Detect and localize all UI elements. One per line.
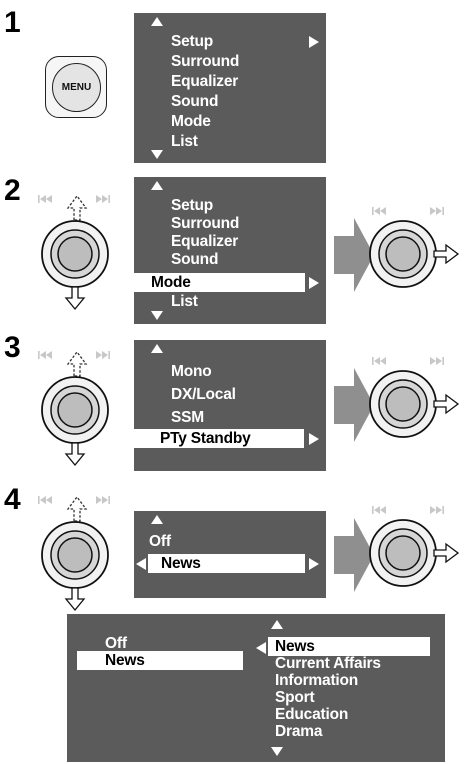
step-3-dial-control[interactable] <box>30 338 130 468</box>
step-2-menu-screen: Setup Surround Equalizer Sound Mode List <box>134 177 326 324</box>
menu-item-list[interactable]: List <box>171 133 198 150</box>
left-menu-item-news[interactable]: News <box>77 651 243 670</box>
pty-item-drama[interactable]: Drama <box>275 723 323 740</box>
pty-expanded-menu-screen: Off News News Current Affairs Informatio… <box>67 614 445 762</box>
menu-item-equalizer[interactable]: Equalizer <box>171 233 239 250</box>
up-arrow-icon <box>66 194 88 221</box>
scroll-up-icon <box>151 515 163 524</box>
pty-item-news[interactable]: News <box>268 637 430 656</box>
step-2-dial-press-right[interactable] <box>369 196 465 306</box>
down-arrow-icon <box>64 587 86 612</box>
menu-item-sound[interactable]: Sound <box>171 251 219 268</box>
skip-forward-icon <box>96 496 110 504</box>
skip-back-icon <box>38 351 52 359</box>
pty-item-current-affairs[interactable]: Current Affairs <box>275 655 381 672</box>
menu-item-mono[interactable]: Mono <box>171 363 212 380</box>
right-arrow-icon <box>433 243 460 265</box>
skip-back-icon <box>38 496 52 504</box>
menu-item-dx-local[interactable]: DX/Local <box>171 386 236 403</box>
dial-center <box>385 535 421 571</box>
skip-forward-icon <box>430 357 444 365</box>
option-left-arrow-icon <box>256 642 266 654</box>
scroll-down-icon <box>271 747 283 756</box>
scroll-up-icon <box>151 344 163 353</box>
down-arrow-icon <box>64 286 86 311</box>
scroll-down-icon <box>151 150 163 159</box>
left-menu-item-off[interactable]: Off <box>105 635 127 652</box>
scroll-down-icon <box>151 311 163 320</box>
menu-item-equalizer[interactable]: Equalizer <box>171 73 239 90</box>
step-4-dial-press-right[interactable] <box>369 495 465 605</box>
menu-button-label: MENU <box>52 63 101 112</box>
menu-item-ssm[interactable]: SSM <box>171 409 204 426</box>
menu-item-pty-standby[interactable]: PTy Standby <box>134 429 304 448</box>
menu-item-setup[interactable]: Setup <box>171 197 214 214</box>
large-gray-arrow-icon <box>334 368 374 442</box>
skip-forward-icon <box>430 207 444 215</box>
step-number-2: 2 <box>4 174 21 207</box>
skip-forward-icon <box>430 506 444 514</box>
menu-button[interactable]: MENU <box>45 56 107 118</box>
submenu-arrow-icon <box>309 433 319 445</box>
menu-item-mode[interactable]: Mode <box>134 273 305 292</box>
step-number-1: 1 <box>4 6 21 39</box>
scroll-up-icon <box>151 17 163 26</box>
dial-center <box>57 392 93 428</box>
menu-item-setup[interactable]: Setup <box>171 33 214 50</box>
skip-back-icon <box>372 506 386 514</box>
skip-forward-icon <box>96 195 110 203</box>
menu-item-off[interactable]: Off <box>149 533 171 550</box>
step-2-dial-control[interactable] <box>30 182 130 312</box>
step-4-dial-control[interactable] <box>30 483 130 613</box>
skip-back-icon <box>372 357 386 365</box>
step-3-dial-press-right[interactable] <box>369 346 465 456</box>
menu-item-surround[interactable]: Surround <box>171 215 240 232</box>
step-number-3: 3 <box>4 331 21 364</box>
menu-item-surround[interactable]: Surround <box>171 53 240 70</box>
dial-center <box>57 537 93 573</box>
step-number-4: 4 <box>4 483 21 516</box>
option-right-arrow-icon <box>309 558 319 570</box>
menu-item-sound[interactable]: Sound <box>171 93 219 110</box>
dial-center <box>385 386 421 422</box>
step-3-menu-screen: Mono DX/Local SSM PTy Standby <box>134 340 326 471</box>
option-left-arrow-icon <box>136 558 146 570</box>
scroll-up-icon <box>271 620 283 629</box>
skip-back-icon <box>372 207 386 215</box>
skip-back-icon <box>38 195 52 203</box>
step-1-menu-screen: Setup Surround Equalizer Sound Mode List <box>134 13 326 163</box>
up-arrow-icon <box>66 495 88 522</box>
pty-item-sport[interactable]: Sport <box>275 689 315 706</box>
menu-item-news[interactable]: News <box>148 554 305 573</box>
dial-center <box>385 236 421 272</box>
skip-forward-icon <box>96 351 110 359</box>
up-arrow-icon <box>66 350 88 377</box>
pty-item-information[interactable]: Information <box>275 672 359 689</box>
submenu-arrow-icon <box>309 36 319 48</box>
scroll-up-icon <box>151 181 163 190</box>
menu-item-list[interactable]: List <box>171 293 198 310</box>
large-gray-arrow-icon <box>334 218 374 292</box>
pty-item-education[interactable]: Education <box>275 706 349 723</box>
down-arrow-icon <box>64 442 86 467</box>
submenu-arrow-icon <box>309 277 319 289</box>
step-4-menu-screen: Off News <box>134 511 326 598</box>
large-gray-arrow-icon <box>334 518 374 592</box>
right-arrow-icon <box>433 542 460 564</box>
menu-item-mode[interactable]: Mode <box>171 113 211 130</box>
dial-center <box>57 236 93 272</box>
right-arrow-icon <box>433 393 460 415</box>
